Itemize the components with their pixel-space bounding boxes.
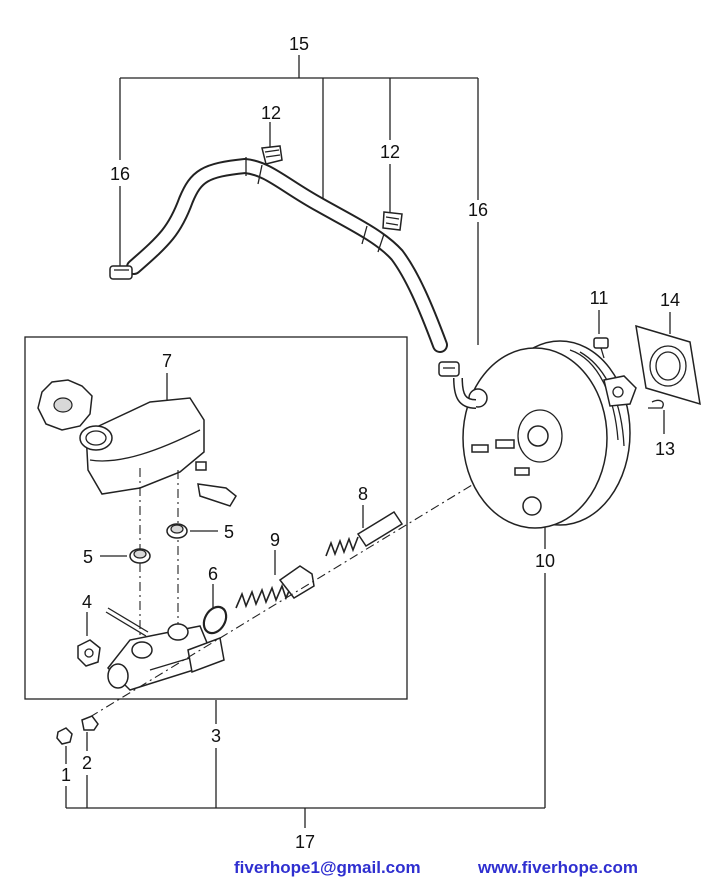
o-ring — [202, 605, 228, 635]
callout-9: 9 — [270, 530, 280, 550]
leader-group-17 — [65, 700, 545, 828]
callout-15: 15 — [289, 34, 309, 54]
callout-16-left: 16 — [110, 164, 130, 184]
hose-clip-left — [261, 145, 283, 165]
nut-1 — [56, 727, 73, 745]
callout-1: 1 — [61, 765, 71, 785]
grommet-lower — [129, 548, 151, 564]
snap-pin-clip — [648, 399, 664, 409]
grommet-upper — [166, 523, 188, 539]
callout-14: 14 — [660, 290, 680, 310]
callout-6: 6 — [208, 564, 218, 584]
hose-clamp-right — [438, 361, 460, 377]
callout-5-upper: 5 — [224, 522, 234, 542]
mounting-bolt — [105, 607, 149, 637]
callout-16-right: 16 — [468, 200, 488, 220]
master-cylinder — [106, 623, 225, 691]
hose-clip-right — [382, 211, 403, 231]
callout-2: 2 — [82, 753, 92, 773]
nut-2 — [81, 715, 99, 731]
leader-group-15 — [119, 55, 479, 345]
callout-5-lower: 5 — [83, 547, 93, 567]
callout-11: 11 — [590, 288, 609, 308]
callout-4: 4 — [82, 592, 92, 612]
secondary-piston — [325, 510, 404, 557]
clevis-pin — [593, 337, 609, 359]
brake-booster — [462, 340, 631, 529]
callout-10: 10 — [535, 551, 555, 571]
fluid-reservoir — [79, 397, 237, 507]
vacuum-hose — [126, 157, 448, 353]
clevis-yoke — [603, 375, 637, 407]
callout-8: 8 — [358, 484, 368, 504]
callout-12-left: 12 — [261, 103, 281, 123]
callout-12-right: 12 — [380, 142, 400, 162]
footer-website[interactable]: www.fiverhope.com — [478, 858, 638, 877]
hose-clamp-left — [109, 265, 133, 280]
callout-7: 7 — [162, 351, 172, 371]
mounting-nut — [77, 639, 101, 667]
footer-email[interactable]: fiverhope1@gmail.com — [234, 858, 421, 877]
reservoir-cap — [37, 379, 93, 431]
callout-13: 13 — [655, 439, 675, 459]
callout-17: 17 — [295, 832, 315, 852]
booster-gasket — [635, 324, 701, 406]
master-cylinder-assembly-box — [24, 336, 408, 700]
callout-3: 3 — [211, 726, 221, 746]
